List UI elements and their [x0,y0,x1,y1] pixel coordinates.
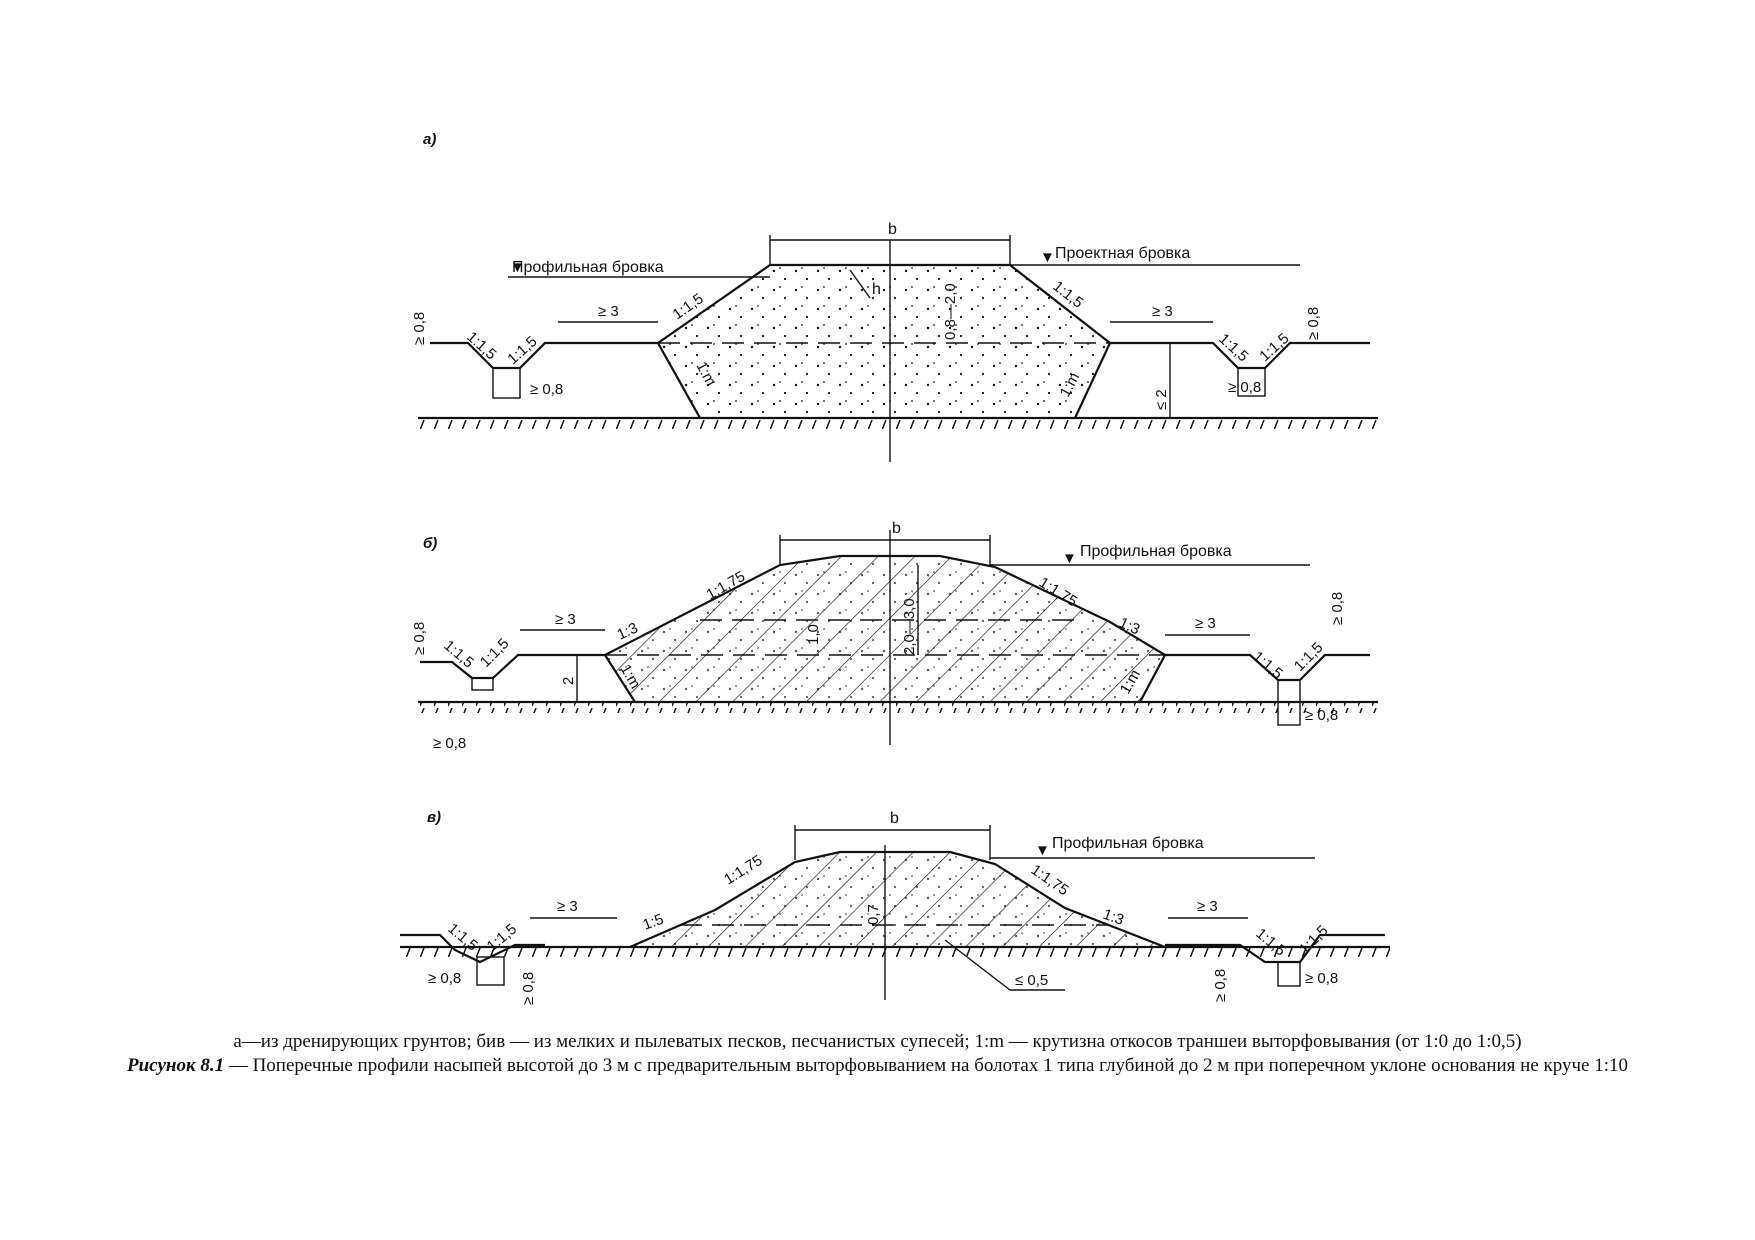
panel-a-embankment-fill [658,265,1110,418]
panel-c-profile-edge: Профильная бровка [1052,835,1204,852]
panel-b-label: б) [423,535,437,552]
panel-b-embankment-dots [605,556,1165,702]
panel-a-design-edge-marker: ▼ [1040,249,1055,266]
panel-a-left-ditch [430,341,658,370]
panel-b-slope-15-r1: 1:1,5 [1249,648,1285,682]
panel-c-ditch-right-label: ≥ 0,8 [1305,970,1338,987]
panel-a-left-height-label: ≥ 0,8 [411,312,428,345]
panel-b-h2030-label: 2,0—3,0 [901,598,918,655]
panel-c-slope-5-left: 1:5 [641,911,666,934]
panel-c-embankment-top [629,850,1166,949]
panel-c-ditch-left-label: ≥ 0,8 [428,970,461,987]
panel-a-slope-ditch-l1: 1:1,5 [463,328,499,363]
panel-c-max05-label: ≤ 0,5 [1015,972,1048,989]
panel-c-left-ditch-box [476,956,505,986]
panel-a-ditch-right-label: ≥ 0,8 [1228,379,1261,396]
panel-a-right-ditch-box [1237,367,1266,397]
panel-b-trench-left [604,654,636,703]
panel-a-profile-edge-marker: ▼ [510,259,525,276]
panel-c-slope-3-right: 1:3 [1101,906,1126,929]
panel-b-right-height-label: ≥ 0,8 [1329,592,1346,625]
panel-a-b-label: b [888,221,897,238]
panel-b-slope-15-r2: 1:1,5 [1291,639,1327,675]
panel-c-b-label: b [890,810,899,827]
panel-b: б) b ▼ Профильная бровка 1:1,75 1:1,75 1… [411,520,1378,752]
panel-c-berm-right-label: ≥ 3 [1197,898,1218,915]
panel-a-depth-label: 0,8—2,0 [942,283,959,340]
caption-title: Рисунок 8.1 — Поперечные профили насыпей… [120,1054,1635,1078]
panel-c: в) ≥ 3 ≥ 3 b ▼ Профильная бровка 1:1,75 … [400,809,1390,1005]
panel-c-left-ditch [400,933,545,964]
panel-c-h07-label: 0,7 [865,904,882,925]
panel-b-trench-right [1139,654,1166,703]
panel-a-ground-hatch [418,419,1378,429]
panel-a: а) Профильная бровка ▼ ▼ Проектная бровк… [411,131,1378,462]
panel-c-ground-hatch [400,948,1390,957]
panel-b-ground-hatch [418,703,1378,713]
panel-a-berm-left-label: ≥ 3 [598,303,619,320]
panel-c-profile-edge-marker: ▼ [1035,842,1050,859]
panel-a-h-leader [849,269,871,299]
panel-a-ditch-left-label: ≥ 0,8 [530,381,563,398]
panel-a-left-ditch-box [492,367,521,399]
panel-a-slope-ditch-l2: 1:1,5 [504,333,540,368]
panel-c-left-height-label: ≥ 0,8 [520,972,537,1005]
panel-c-embankment-dots [630,852,1165,947]
panel-c-label: в) [427,809,441,826]
panel-c-right-ditch-box [1277,961,1301,987]
panel-a-profile-edge: Профильная бровка [512,259,664,276]
panel-a-trench-left [657,342,701,419]
panel-b-h2-label: 2 [560,677,577,685]
panel-c-right-height-label: ≥ 0,8 [1212,969,1229,1002]
panel-b-b-label: b [892,520,901,537]
panel-b-berm-left-label: ≥ 3 [555,611,576,628]
panel-b-h10-label: 1,0 [805,624,822,645]
panel-c-berm-left-label: ≥ 3 [557,898,578,915]
figure-title: — Поперечные профили насыпей высотой до … [224,1055,1628,1076]
caption-legend: а—из дренирующих грунтов; бив — из мелки… [233,1031,1522,1052]
figure-caption: а—из дренирующих грунтов; бив — из мелки… [120,1030,1635,1078]
panel-a-h-label: h [872,281,881,298]
panel-b-ditch-left-label: ≥ 0,8 [433,735,466,752]
panel-a-max2-label: ≤ 2 [1153,389,1170,410]
panel-b-ditch-right-label: ≥ 0,8 [1305,707,1338,724]
panel-a-berm-right-label: ≥ 3 [1152,303,1173,320]
panel-a-label: а) [423,131,436,148]
panel-b-right-ditch-box [1277,679,1301,726]
panel-c-max05-leader [944,939,1011,991]
panel-a-trench-right [1074,342,1111,419]
panel-b-profile-edge: Профильная бровка [1080,543,1232,560]
figure-number: Рисунок 8.1 [126,1055,225,1076]
panel-b-berm-right-label: ≥ 3 [1195,615,1216,632]
panel-a-slope-ditch-r1: 1:1,5 [1215,330,1251,365]
panel-b-left-ditch-box [471,677,494,691]
panel-a-design-edge: Проектная бровка [1055,245,1190,262]
panel-a-right-height-label: ≥ 0,8 [1305,307,1322,340]
panel-b-left-height-label: ≥ 0,8 [411,622,428,655]
panel-b-profile-edge-marker: ▼ [1062,550,1077,567]
